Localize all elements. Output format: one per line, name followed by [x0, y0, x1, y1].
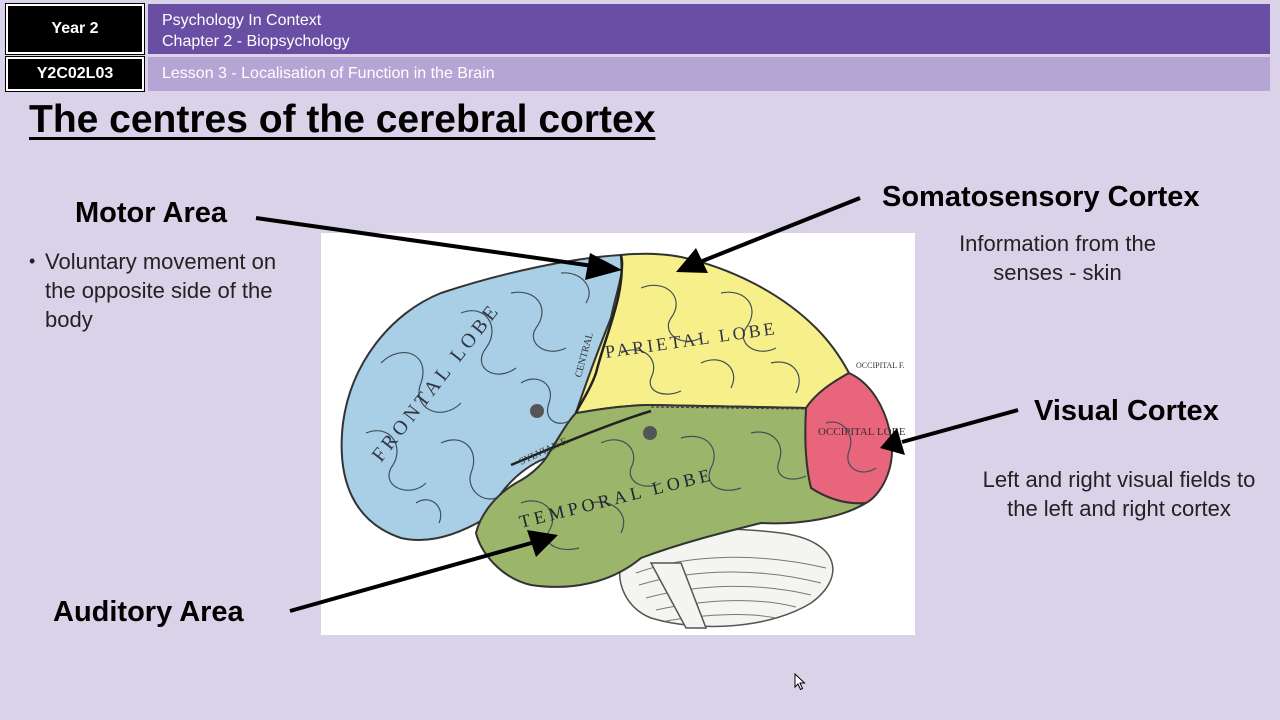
gyri-lines [365, 272, 877, 551]
occipital-lobe-text: OCCIPITAL LOBE [818, 426, 906, 438]
visual-cortex-arrow [901, 408, 1019, 444]
course-title: Psychology In Context [162, 12, 322, 29]
occipital-lobe [804, 371, 893, 505]
somatosensory-description: Information from the senses - skin [959, 231, 1156, 285]
sylvian-fissure [510, 409, 652, 467]
lesson-title: Lesson 3 - Localisation of Function in t… [162, 65, 495, 82]
brain-illustration: FRONTAL LOBE PARIETAL LOBE TEMPORAL LOBE… [340, 252, 906, 629]
motor-area-bullet: Voluntary movement on the opposite side … [29, 247, 289, 334]
auditory-area-label: Auditory Area [53, 596, 244, 628]
year-label: Year 2 [51, 20, 99, 37]
temporal-marker-dot [643, 426, 657, 440]
visual-cortex-label: Visual Cortex [1034, 395, 1219, 427]
year-badge: Year 2 [5, 3, 145, 55]
brain-diagram: FRONTAL LOBE PARIETAL LOBE TEMPORAL LOBE… [321, 233, 915, 635]
somatosensory-label: Somatosensory Cortex [882, 181, 1200, 213]
visual-cortex-description: Left and right visual fields to the left… [982, 467, 1256, 521]
lesson-code: Y2C02L03 [36, 65, 114, 82]
central-sulcus [574, 254, 623, 414]
course-header: Psychology In Context Chapter 2 - Biopsy… [148, 4, 1270, 54]
parietal-temporal-divide [650, 406, 807, 410]
slide-title: The centres of the cerebral cortex [29, 98, 656, 141]
occipital-fissure-text: OCCIPITAL F. [856, 361, 905, 370]
mouse-cursor-icon [794, 673, 806, 691]
lesson-code-badge: Y2C02L03 [5, 56, 145, 92]
frontal-marker-dot [530, 404, 544, 418]
motor-area-description: Voluntary movement on the opposite side … [29, 247, 289, 334]
lesson-header: Lesson 3 - Localisation of Function in t… [148, 57, 1270, 91]
chapter-title: Chapter 2 - Biopsychology [162, 33, 350, 50]
temporal-lobe [474, 403, 867, 588]
motor-area-label: Motor Area [75, 197, 227, 229]
brain-stem [649, 562, 708, 629]
